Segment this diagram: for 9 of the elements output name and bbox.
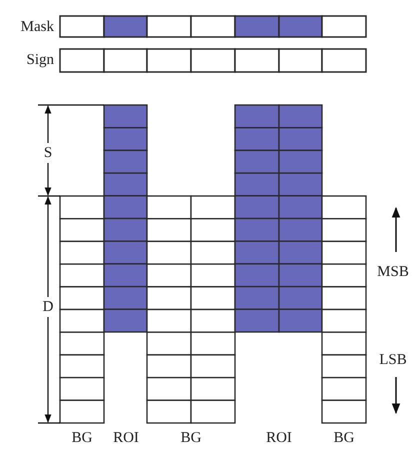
column-label: ROI [265, 429, 293, 448]
column-label: BG [70, 429, 94, 448]
row-label: Sign [25, 51, 54, 70]
column-label: BG [332, 429, 356, 448]
column-label: ROI [112, 429, 140, 448]
column-label: BG [180, 429, 202, 448]
direction-label: MSB [376, 263, 410, 282]
row-label: Mask [20, 18, 54, 37]
direction-label: LSB [378, 351, 408, 370]
